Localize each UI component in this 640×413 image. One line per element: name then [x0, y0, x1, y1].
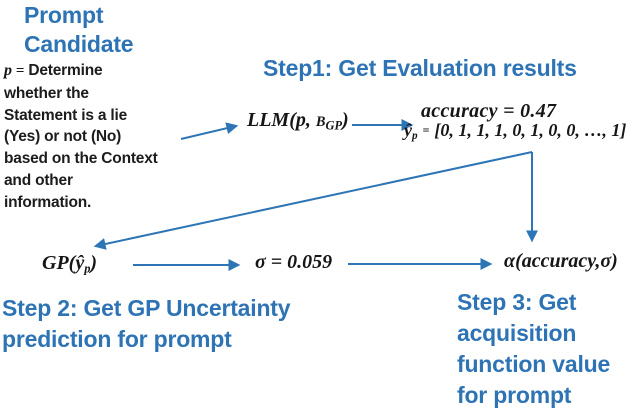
step2-line-1: Step 2: Get GP Uncertainty	[2, 295, 291, 321]
alpha-expression: α(accuracy,σ)	[504, 250, 618, 272]
p-symbol: p	[4, 62, 12, 79]
yhat-list: [0, 1, 1, 1, 0, 1, 0, 0, …, 1]	[434, 120, 627, 140]
yhat-sub: p	[412, 130, 418, 143]
prompt-text-line: (Yes) or not (No)	[4, 128, 122, 146]
step3-line-1: Step 3: Get	[457, 289, 577, 315]
arrow-prompt-to-llm-icon	[180, 122, 239, 140]
yhat-vector: ŷp = [0, 1, 1, 1, 0, 1, 0, 0, …, 1]	[404, 120, 626, 142]
yhat-base: ŷ	[404, 120, 412, 140]
prompt-text-line: Statement is a lie	[4, 106, 128, 124]
step2-heading: Step 2: Get GP Uncertainty prediction fo…	[2, 293, 291, 355]
title-line-2: Candidate	[24, 31, 134, 57]
prompt-text-line: whether the	[4, 84, 89, 102]
prompt-text: p = Determine whether the Statement is a…	[4, 60, 184, 214]
llm-sub: GP	[325, 118, 343, 133]
gp-post: )	[90, 252, 98, 274]
prompt-text-line: and other	[4, 171, 73, 189]
prompt-text-line: p = Determine	[4, 60, 184, 83]
sigma-value: σ = 0.059	[255, 251, 333, 273]
prompt-text-word: Determine	[28, 62, 103, 79]
prompt-candidate-title: Prompt Candidate	[24, 1, 134, 59]
prompt-text-line: information.	[4, 193, 92, 211]
step1-heading: Step1: Get Evaluation results	[263, 55, 577, 81]
gp-sub: p	[84, 261, 91, 276]
equals-sign: =	[15, 63, 25, 79]
llm-expression: LLM(p,BGP)	[247, 109, 349, 133]
step3-line-4: for prompt	[457, 382, 572, 408]
gp-pre: GP(	[42, 252, 76, 274]
prompt-text-line: based on the Context	[4, 150, 158, 168]
llm-post: )	[342, 109, 349, 131]
step2-line-2: prediction for prompt	[2, 326, 232, 352]
gp-expression: GP(ŷp)	[42, 252, 97, 276]
step3-line-2: acquisition	[457, 320, 577, 346]
yhat-equals: =	[422, 123, 430, 137]
llm-pre: LLM(p,	[247, 109, 311, 131]
title-line-1: Prompt	[24, 2, 104, 28]
gp-base: ŷ	[75, 252, 85, 274]
step3-heading: Step 3: Get acquisition function value f…	[457, 287, 610, 411]
accuracy-value: accuracy = 0.47	[421, 100, 557, 122]
llm-b: B	[315, 114, 326, 130]
step3-line-3: function value	[457, 351, 611, 377]
